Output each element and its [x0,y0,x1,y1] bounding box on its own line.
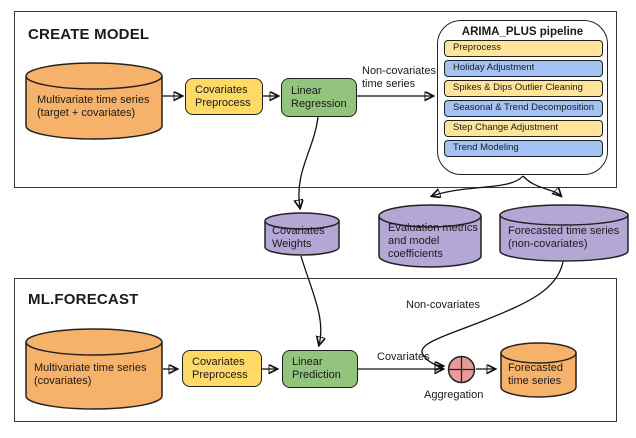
aggregation-label: Aggregation [424,389,484,401]
linear-regression-box: Linear Regression [281,78,357,117]
cylinder-forecasted-non-covariates: Forecasted time series (non-covariates) [499,204,629,262]
pipeline-step-holiday-adjustment: Holiday Adjustment [444,60,603,77]
pipeline-step-seasonal-trend-decomposition: Seasonal & Trend Decomposition [444,100,603,117]
cylinder-shape [378,204,482,268]
covariates-preprocess-box-forecast: Covariates Preprocess [182,350,262,387]
covariates-preprocess-box-train: Covariates Preprocess [185,78,263,115]
cylinder-multivariate-covariates: Multivariate time series (covariates) [25,328,163,410]
step-label: Seasonal & Trend Decomposition [453,102,594,113]
cylinder-shape [499,204,629,262]
linear-prediction-box: Linear Prediction [282,350,358,388]
edge-label-non-covariates: Non-covariates [406,299,480,311]
cylinder-evaluation-metrics: Evaluation metrics and model coefficient… [378,204,482,268]
cylinder-label: Forecasted time series (non-covariates) [508,224,620,250]
node-label: Linear Prediction [292,356,341,381]
pipeline-step-spikes-dips-outlier-cleaning: Spikes & Dips Outlier Cleaning [444,80,603,97]
cylinder-label: Multivariate time series (target + covar… [37,94,150,119]
step-label: Holiday Adjustment [453,62,535,73]
node-label: Linear Regression [291,84,347,110]
arima-plus-pipeline-container: ARIMA_PLUS pipeline Preprocess Holiday A… [437,20,608,175]
step-label: Spikes & Dips Outlier Cleaning [453,82,583,93]
cylinder-label: Covariates Weights [272,225,325,250]
create-model-title: CREATE MODEL [28,26,150,43]
aggregation-circle-plus-icon [447,355,476,384]
cylinder-multivariate-target-covariates: Multivariate time series (target + covar… [25,62,163,140]
cylinder-shape [25,62,163,140]
cylinder-label: Evaluation metrics and model coefficient… [388,221,478,260]
cylinder-shape [264,212,340,256]
pipeline-step-trend-modeling: Trend Modeling [444,140,603,157]
pipeline-step-step-change-adjustment: Step Change Adjustment [444,120,603,137]
arima-plus-pipeline-title: ARIMA_PLUS pipeline [461,26,584,38]
step-label: Step Change Adjustment [453,122,559,133]
ml-forecast-title: ML.FORECAST [28,291,139,308]
cylinder-covariates-weights: Covariates Weights [264,212,340,256]
cylinder-label: Multivariate time series (covariates) [34,362,147,387]
edge-label-noncovariates-time-series: Non-covariates time series [362,65,436,90]
cylinder-shape [25,328,163,410]
cylinder-forecasted-time-series: Forecasted time series [500,342,577,398]
step-label: Trend Modeling [453,142,519,153]
node-label: Covariates Preprocess [192,355,248,381]
pipeline-step-preprocess: Preprocess [444,40,603,57]
cylinder-label: Forecasted time series [508,361,564,387]
step-label: Preprocess [453,42,502,53]
node-label: Covariates Preprocess [195,83,251,109]
edge-label-covariates: Covariates [377,351,430,363]
